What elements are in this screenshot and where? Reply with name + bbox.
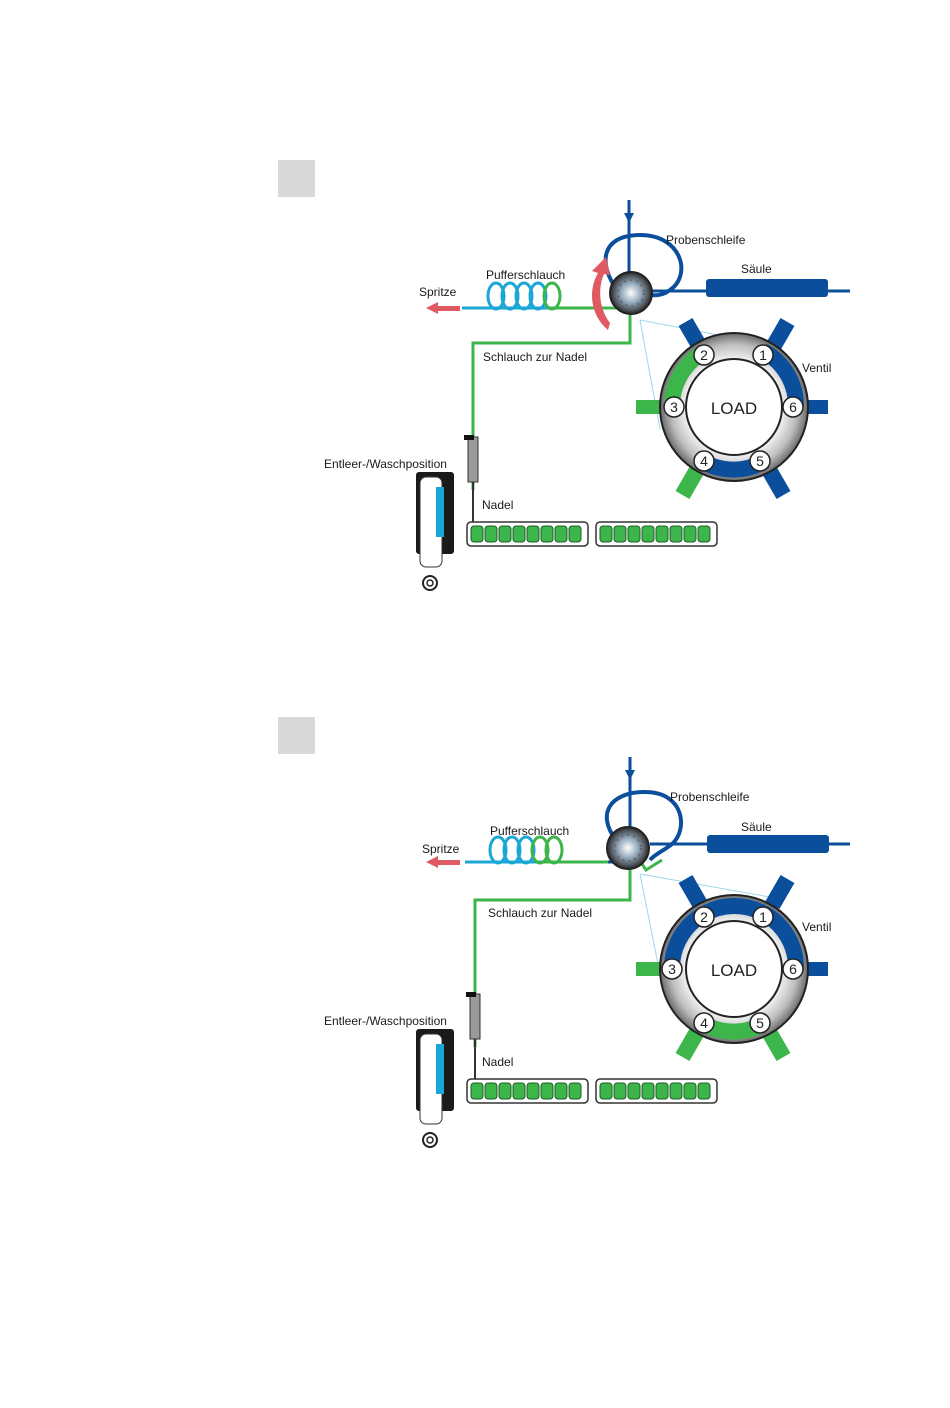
label-ventil: Ventil: [802, 361, 831, 375]
label-saeule: Säule: [741, 262, 772, 276]
label-probenschleife: Probenschleife: [666, 233, 746, 247]
buffer-coil: [490, 837, 562, 863]
step-marker-2: [278, 717, 315, 754]
port-1-label: 1: [759, 347, 767, 363]
label-probenschleife: Probenschleife: [670, 790, 750, 804]
valve-diagram-load-1: LOAD 1 2 3 4 5 6: [310, 195, 870, 645]
valve-state-label: LOAD: [711, 399, 757, 418]
column: [706, 279, 828, 297]
port-2-label: 2: [700, 909, 708, 925]
port-1-label: 1: [759, 909, 767, 925]
rotation-arrow-icon: [592, 257, 610, 330]
port-6-label: 6: [789, 961, 797, 977]
label-spritze: Spritze: [419, 285, 457, 299]
buffer-coil: [488, 283, 560, 309]
syringe-arrow-icon: [426, 302, 460, 314]
port-5-label: 5: [756, 1015, 764, 1031]
label-entleer: Entleer-/Waschposition: [324, 1014, 447, 1028]
needle-holder: [468, 437, 478, 482]
step-marker-1: [278, 160, 315, 197]
label-schlauch-nadel: Schlauch zur Nadel: [488, 906, 592, 920]
valve-state-label: LOAD: [711, 961, 757, 980]
label-pufferschlauch: Pufferschlauch: [490, 824, 569, 838]
needle-holder: [470, 994, 480, 1039]
inlet-arrow-icon: [624, 213, 634, 223]
port-3-label: 3: [670, 399, 678, 415]
vial-rack-1: [467, 522, 588, 546]
vial-rack-2: [596, 1079, 717, 1103]
label-nadel: Nadel: [482, 498, 513, 512]
needle-tube: [475, 862, 630, 1047]
vial-rack-1: [467, 1079, 588, 1103]
label-entleer: Entleer-/Waschposition: [324, 457, 447, 471]
port-3-label: 3: [668, 961, 676, 977]
needle-tube: [473, 305, 630, 490]
port-4-label: 4: [700, 1015, 708, 1031]
label-pufferschlauch: Pufferschlauch: [486, 268, 565, 282]
syringe-arrow-icon: [426, 856, 460, 868]
label-spritze: Spritze: [422, 842, 460, 856]
inlet-arrow-icon: [625, 770, 635, 780]
port-4-label: 4: [700, 453, 708, 469]
valve-diagram-load-2: LOAD 1 2 3 4 5 6: [310, 752, 870, 1202]
vial-rack-2: [596, 522, 717, 546]
label-saeule: Säule: [741, 820, 772, 834]
port-5-label: 5: [756, 453, 764, 469]
label-ventil: Ventil: [802, 920, 831, 934]
valve-hub: [607, 827, 649, 869]
port-6-label: 6: [789, 399, 797, 415]
column: [707, 835, 829, 853]
valve-hub: [610, 272, 652, 314]
label-schlauch-nadel: Schlauch zur Nadel: [483, 350, 587, 364]
port-2-label: 2: [700, 347, 708, 363]
label-nadel: Nadel: [482, 1055, 513, 1069]
